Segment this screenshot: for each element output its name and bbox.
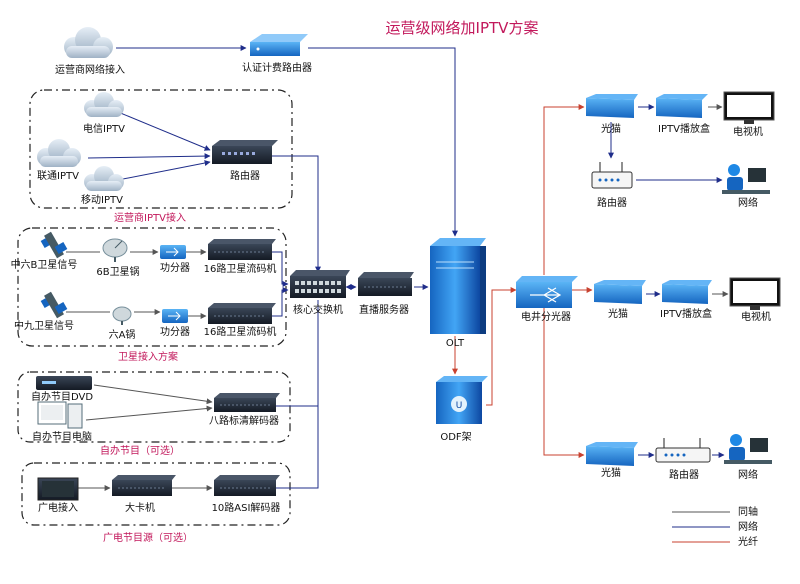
label-card-box: 大卡机	[125, 501, 155, 514]
label-sat-9: 中九卫星信号	[14, 319, 74, 332]
group-label-operator-iptv: 运营商IPTV接入	[114, 211, 186, 224]
label-asi-decoder: 10路ASI解码器	[212, 501, 281, 514]
encoder-1-icon	[208, 239, 276, 260]
telecom-cloud-icon	[84, 92, 124, 117]
decoder-8-icon	[214, 393, 280, 412]
odf-icon: U	[436, 376, 488, 424]
connection-lines	[66, 45, 729, 491]
card-box-icon	[112, 475, 176, 496]
group-box-self-program	[17, 371, 291, 443]
group-label-self-program: 自办节目（可选）	[100, 444, 180, 457]
label-tv-2: 电视机	[741, 310, 771, 323]
label-splitter-well: 电井分光器	[521, 310, 571, 323]
label-main-router: 路由器	[230, 169, 260, 182]
isp-cloud-icon	[64, 27, 113, 58]
iptv-box-2-icon	[662, 280, 712, 304]
label-encoder-1: 16路卫星流码机	[204, 262, 277, 275]
label-iptv-box-2: IPTV播放盒	[660, 307, 712, 320]
label-network-3: 网络	[738, 468, 758, 481]
group-box-broadcast	[21, 462, 291, 526]
broadcast-monitor-icon	[37, 477, 79, 501]
label-core-switch: 核心交换机	[293, 303, 343, 316]
label-olt: OLT	[446, 338, 465, 349]
live-server-icon	[358, 272, 414, 296]
label-odf: ODF架	[440, 431, 471, 443]
onu-3-icon	[586, 442, 638, 466]
optical-splitter-icon	[516, 276, 578, 308]
label-mobile-iptv: 移动IPTV	[81, 193, 123, 206]
onu-1-icon	[586, 94, 638, 118]
label-encoder-2: 16路卫星流码机	[204, 325, 277, 338]
user-3-icon	[724, 434, 772, 464]
router-1-icon	[591, 162, 633, 189]
group-box-operator-iptv	[29, 89, 293, 209]
label-splitter-1: 功分器	[160, 262, 190, 274]
legend-label-coax: 同轴	[738, 505, 758, 518]
olt-icon	[430, 238, 486, 334]
legend: 同轴 网络 光纤	[672, 505, 758, 548]
group-label-broadcast: 广电节目源（可选）	[103, 531, 193, 544]
iptv-box-1-icon	[656, 94, 708, 118]
label-tv-1: 电视机	[733, 125, 763, 138]
label-broadcast-in: 广电接入	[38, 501, 78, 514]
mobile-cloud-icon	[84, 166, 124, 191]
main-router-icon	[212, 140, 278, 164]
auth-router-icon	[250, 34, 308, 56]
label-router-1: 路由器	[597, 196, 627, 209]
label-iptv-box-1: IPTV播放盒	[658, 122, 710, 135]
label-onu-1: 光猫	[601, 122, 621, 135]
legend-label-network: 网络	[738, 520, 758, 533]
legend-label-fiber: 光纤	[738, 535, 758, 548]
label-splitter-2: 功分器	[160, 326, 190, 338]
satellite-2-icon	[40, 291, 68, 319]
label-unicom-iptv: 联通IPTV	[37, 170, 79, 182]
label-onu-2: 光猫	[608, 307, 628, 320]
label-dish-6a: 六A锅	[109, 329, 136, 341]
label-network-1: 网络	[738, 196, 758, 209]
tv-1-icon	[723, 91, 775, 124]
diagram-title: 运营级网络加IPTV方案	[386, 19, 539, 37]
router-3-icon	[655, 438, 711, 463]
asi-decoder-icon	[214, 475, 280, 496]
tv-2-icon	[729, 277, 781, 310]
label-router-3: 路由器	[669, 468, 699, 481]
encoder-2-icon	[208, 303, 276, 324]
satellite-icon	[40, 231, 68, 259]
label-isp-access: 运营商网络接入	[55, 63, 125, 76]
label-telecom-iptv: 电信IPTV	[83, 122, 125, 135]
label-dish-6b: 6B卫星锅	[96, 266, 139, 278]
unicom-cloud-icon	[37, 139, 81, 167]
label-sat-6b: 中六B卫星信号	[11, 258, 78, 271]
label-auth-router: 认证计费路由器	[242, 61, 312, 74]
group-label-satellite: 卫星接入方案	[118, 350, 178, 363]
dish-6a-icon	[112, 306, 132, 325]
user-1-icon	[722, 164, 770, 194]
label-decoder-8: 八路标清解码器	[209, 414, 279, 427]
label-pc: 自办节目电脑	[32, 430, 92, 443]
core-switch-icon	[290, 270, 350, 298]
dish-6b-icon	[102, 238, 128, 262]
splitter-2-icon	[162, 309, 188, 323]
splitter-1-icon	[160, 245, 186, 259]
svg-text:U: U	[456, 401, 463, 411]
label-onu-3: 光猫	[601, 466, 621, 479]
onu-2-icon	[594, 280, 646, 304]
label-live-server: 直播服务器	[359, 303, 409, 316]
dvd-player-icon	[36, 376, 92, 390]
label-dvd: 自办节目DVD	[31, 390, 93, 403]
pc-icon	[37, 401, 83, 429]
